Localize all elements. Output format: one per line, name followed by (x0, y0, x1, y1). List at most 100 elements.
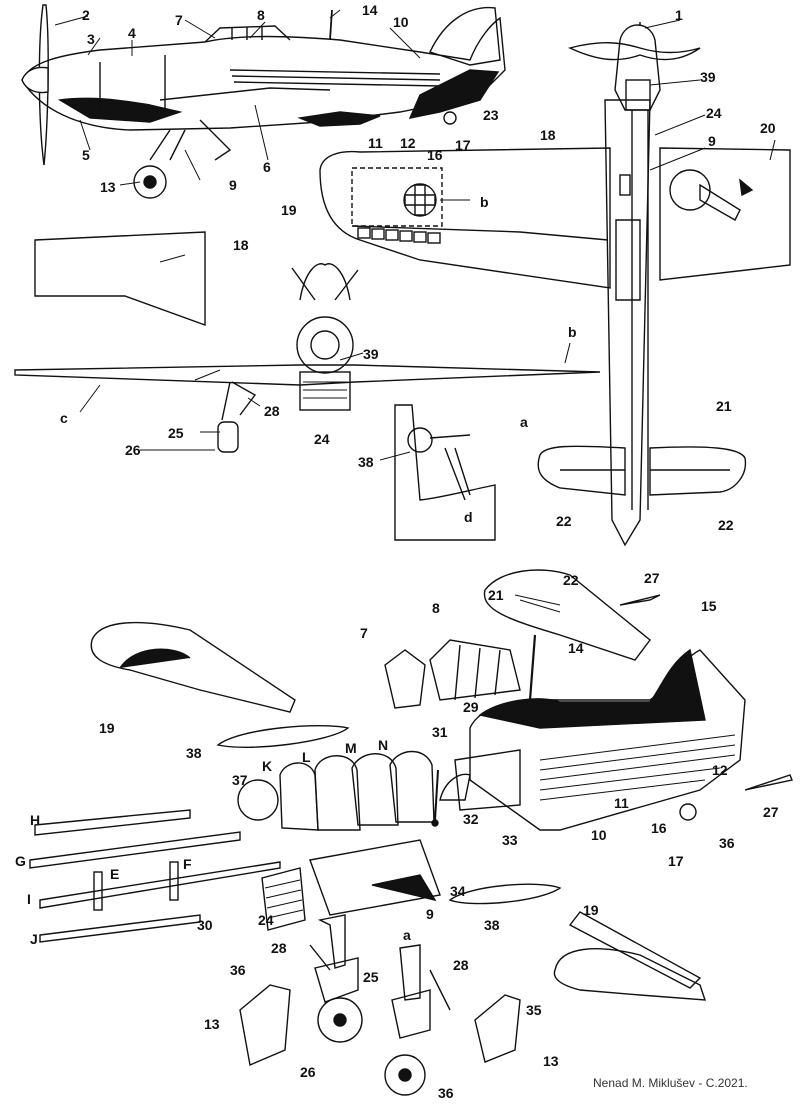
side-tail-dark-area (408, 69, 500, 119)
inset-detail (394, 404, 496, 541)
ex-callout-26: 26 (300, 1064, 316, 1080)
ex-callout-G: G (15, 853, 26, 869)
front-view-aircraft (567, 22, 701, 510)
ex-callout-37: 37 (232, 772, 248, 788)
wing-panel-left (90, 621, 296, 713)
side-fuselage-outline (21, 16, 506, 131)
longeron-G (29, 831, 241, 869)
ex-callout-K: K (262, 758, 272, 774)
callout-d: d (464, 509, 473, 525)
callout-38: 38 (358, 454, 374, 470)
ex-callout-J: J (30, 931, 38, 947)
ex-callout-19a: 19 (99, 720, 115, 736)
front-propeller (567, 42, 701, 61)
strut-E (93, 871, 103, 911)
callout-28: 28 (264, 403, 280, 419)
ex-callout-10: 10 (591, 827, 607, 843)
front-cowling (614, 24, 661, 111)
frame-N (389, 750, 435, 823)
tail-wheel (679, 803, 697, 821)
right-stabilizer (649, 446, 747, 496)
gear-fairing-right (474, 994, 521, 1063)
callout-4: 4 (128, 25, 136, 41)
ex-callout-N: N (378, 737, 388, 753)
ex-callout-L: L (302, 749, 311, 765)
ex-callout-28b: 28 (453, 957, 469, 973)
longeron-J (39, 914, 201, 943)
ex-callout-31: 31 (432, 724, 448, 740)
callout-c: c (60, 410, 68, 426)
ex-callout-a: a (403, 927, 411, 943)
fuselage-rear-section (469, 649, 746, 831)
ex-callout-35: 35 (526, 1002, 542, 1018)
callout-24b: 24 (314, 431, 330, 447)
ex-callout-38a: 38 (186, 745, 202, 761)
wheel-well (669, 169, 711, 211)
callout-17: 17 (455, 137, 471, 153)
frame-K (279, 762, 319, 831)
callout-19: 19 (281, 202, 297, 218)
ex-callout-15: 15 (701, 598, 717, 614)
ex-callout-36b: 36 (230, 962, 246, 978)
callout-9: 9 (229, 177, 237, 193)
ex-callout-13b: 13 (543, 1053, 559, 1069)
engine-disc (237, 779, 279, 821)
front-elevation-aircraft (14, 231, 601, 541)
fuel-tank-lower (448, 883, 562, 905)
longeron-I (39, 861, 281, 909)
ex-callout-30: 30 (197, 917, 213, 933)
callout-5: 5 (82, 147, 90, 163)
callout-1: 1 (675, 7, 683, 23)
callout-25: 25 (168, 425, 184, 441)
ex-callout-H: H (30, 812, 40, 828)
callout-24: 24 (706, 105, 722, 121)
callout-39b: 39 (363, 346, 379, 362)
callout-11: 11 (368, 135, 383, 151)
callout-18b: 18 (233, 237, 249, 253)
roundel (403, 183, 437, 217)
callout-26: 26 (125, 442, 141, 458)
exploded-view (29, 569, 793, 1096)
callout-21: 21 (716, 398, 732, 414)
ex-callout-13a: 13 (204, 1016, 220, 1032)
ex-callout-29: 29 (463, 699, 479, 715)
side-belly-dark-area (57, 97, 183, 123)
callout-16: 16 (427, 147, 443, 163)
frame-L (314, 755, 361, 831)
frame-M (351, 753, 399, 826)
planform-wing-left (319, 147, 611, 289)
front-radiator (299, 371, 351, 411)
exploded-callout-labels: 7 8 21 22 27 15 14 19 29 31 38 37 K L M … (15, 570, 779, 1101)
ex-callout-28a: 28 (271, 940, 287, 956)
ex-callout-I: I (27, 891, 31, 907)
ex-callout-11: 11 (614, 795, 629, 811)
top-callout-labels: 2 3 4 5 6 7 8 9 10 11 12 13 14 16 17 23 … (60, 2, 776, 533)
ex-callout-21: 21 (488, 587, 504, 603)
ex-callout-33: 33 (502, 832, 518, 848)
callout-13: 13 (100, 179, 116, 195)
ex-callout-22: 22 (563, 572, 579, 588)
callout-14: 14 (362, 2, 378, 18)
headrest (439, 773, 471, 801)
callout-b2: b (568, 324, 577, 340)
side-wheel (133, 165, 167, 199)
ex-callout-7: 7 (360, 625, 368, 641)
left-stabilizer (537, 445, 626, 496)
callout-6: 6 (263, 159, 271, 175)
side-view-aircraft (21, 4, 506, 199)
wheel-front (384, 1054, 426, 1096)
fuel-tank-upper (216, 725, 350, 748)
ex-callout-E: E (110, 866, 119, 882)
callout-18a: 18 (540, 127, 556, 143)
gear-fairing-left (239, 984, 291, 1066)
ex-callout-27a: 27 (644, 570, 660, 586)
callout-9b: 9 (708, 133, 716, 149)
side-tailwheel (443, 111, 457, 125)
seat (454, 749, 521, 811)
callout-23: 23 (483, 107, 499, 123)
stabilizer-upper (483, 569, 651, 661)
side-antenna (329, 9, 333, 41)
ex-callout-34: 34 (450, 883, 466, 899)
ex-callout-9: 9 (426, 906, 434, 922)
